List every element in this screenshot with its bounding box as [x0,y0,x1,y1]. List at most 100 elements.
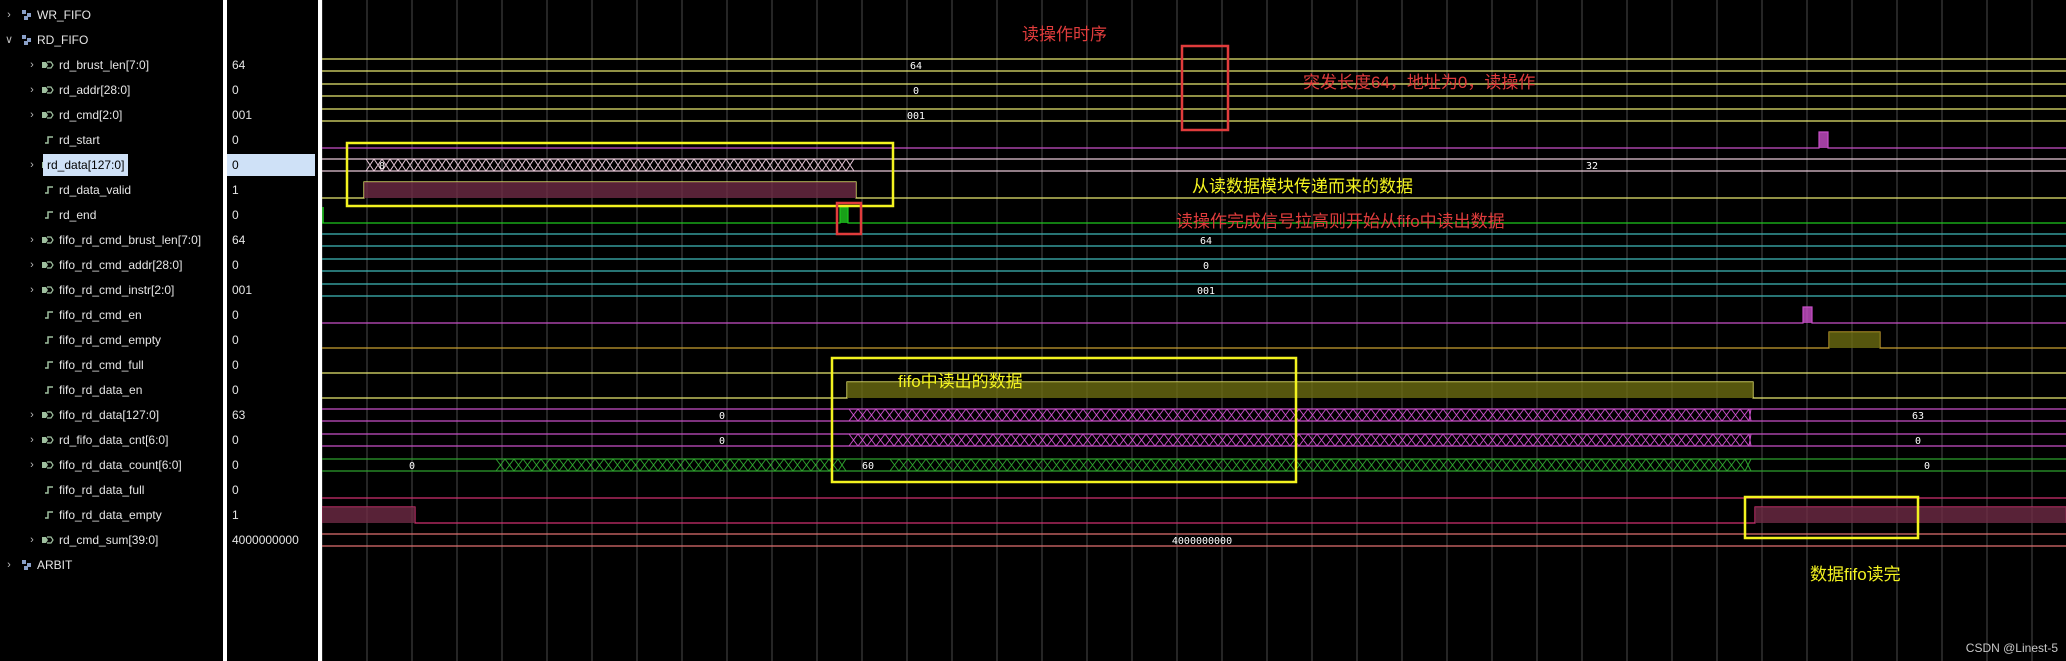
signal-name: fifo_rd_data_empty [59,508,162,522]
signal-value: 0 [227,154,315,176]
signal-name: rd_start [59,133,100,147]
signal-value: 0 [232,308,239,322]
bit-signal-icon [45,186,53,194]
signal-row[interactable]: fifo_rd_cmd_en [0,303,223,328]
signal-row[interactable]: rd_data_valid [0,178,223,203]
signal-row[interactable]: › fifo_rd_cmd_brust_len[7:0] [0,228,223,253]
bus-signal-icon [42,436,54,444]
group-icon [22,10,31,20]
signal-value: 0 [232,83,239,97]
chevron-right-icon[interactable]: › [30,434,34,446]
signal-value: 1 [232,508,239,522]
wave-value-label: 63 [1912,411,1924,422]
signal-row[interactable]: ›rd_addr[28:0] [0,78,223,103]
chevron-right-icon[interactable]: › [30,259,34,271]
signal-value: 63 [232,408,246,422]
bus-signal-icon [42,86,54,94]
bus-signal-icon [42,236,54,244]
signal-row[interactable]: rd_start [0,128,223,153]
bus-transitions [848,433,1752,447]
chevron-right-icon[interactable]: › [30,84,34,96]
group-arbit[interactable]: ›ARBIT [0,553,223,578]
signal-row[interactable]: ›fifo_rd_data[127:0] [0,403,223,428]
bus-transitions [889,458,1752,472]
annotation-title: 读操作时序 [1022,25,1107,44]
signal-row[interactable]: fifo_rd_cmd_empty [0,328,223,353]
signal-row[interactable]: fifo_rd_cmd_full [0,353,223,378]
bit-trace [322,331,2066,349]
signal-name: rd_end [59,208,97,222]
wave-value-label: 32 [1586,161,1598,172]
bit-signal-icon [45,486,53,494]
signal-value: 0 [232,333,239,347]
signal-row[interactable]: fifo_rd_data_empty [0,503,223,528]
bus-signal-icon [42,461,54,469]
watermark: CSDN @Linest-5 [1965,641,2058,655]
panel-divider[interactable] [223,0,227,661]
fifo-empty-box [1743,495,1920,540]
signal-row[interactable]: fifo_rd_data_en [0,378,223,403]
rd-data-box [345,141,895,208]
chevron-right-icon[interactable]: › [7,9,11,21]
signal-value: 001 [232,283,253,297]
signal-value: 64 [232,58,246,72]
group-rd_fifo[interactable]: ∨RD_FIFO [0,28,223,53]
signal-value: 64 [232,233,246,247]
chevron-right-icon[interactable]: › [30,234,34,246]
panel-divider[interactable] [318,0,322,661]
bus-transitions [495,458,847,472]
wave-value-label: 64 [1200,236,1212,247]
signal-name: fifo_rd_cmd_brust_len[7:0] [59,233,202,247]
chevron-right-icon[interactable]: › [30,284,34,296]
annotation-end-note: 读操作完成信号拉高则开始从fifo中读出数据 [1176,212,1505,231]
chevron-right-icon[interactable]: › [30,109,34,121]
chevron-right-icon[interactable]: › [7,559,11,571]
wave-value-label: 0 [1924,461,1930,472]
wave-value-label: 4000000000 [1172,536,1232,547]
signal-value: 0 [232,358,239,372]
signal-row[interactable]: ›rd_cmd[2:0] [0,103,223,128]
signal-row[interactable]: rd_end [0,203,223,228]
signal-value: 0 [232,483,239,497]
chevron-right-icon[interactable]: › [30,59,34,71]
signal-row[interactable]: ›rd_cmd_sum[39:0] [0,528,223,553]
signal-row[interactable]: ›rd_data[127:0] [0,153,223,178]
rd-end-box [835,201,863,236]
bit-signal-icon [45,136,53,144]
burst-params-box [1180,44,1230,132]
chevron-right-icon[interactable]: › [30,459,34,471]
signal-row[interactable]: › fifo_rd_cmd_instr[2:0] [0,278,223,303]
chevron-right-icon[interactable]: › [30,534,34,546]
annotation-burst-note: 突发长度64，地址为0，读操作 [1303,73,1536,92]
bit-fill [364,182,856,198]
bus-signal-icon [42,536,54,544]
wave-value-label: 0 [379,161,385,172]
signal-name: fifo_rd_cmd_instr[2:0] [59,283,175,297]
signal-row[interactable]: ›rd_brust_len[7:0] [0,53,223,78]
annotation-fifo-note: fifo中读出的数据 [898,372,1023,391]
signal-name: fifo_rd_data_en [59,383,143,397]
signal-name: fifo_rd_data_full [59,483,145,497]
signal-value: 4000000000 [232,533,299,547]
bit-signal-icon [45,211,53,219]
chevron-down-icon[interactable]: ∨ [4,34,14,46]
grid-lines [322,0,2033,661]
wave-value-label: 0 [1203,261,1209,272]
chevron-right-icon[interactable]: › [30,409,34,421]
signal-row[interactable]: ›fifo_rd_data_count[6:0] [0,453,223,478]
bit-fill [1829,332,1880,348]
signal-row[interactable]: ›fifo_rd_cmd_addr[28:0] [0,253,223,278]
signal-name: fifo_rd_cmd_empty [59,333,162,347]
group-icon [22,560,31,570]
signal-row[interactable]: fifo_rd_data_full [0,478,223,503]
group-wr_fifo[interactable]: › WR_FIFO [0,3,223,28]
chevron-right-icon[interactable]: › [30,159,34,171]
group-name: WR_FIFO [37,8,91,22]
bit-fill [840,207,848,223]
wave-value-label: 0 [409,461,415,472]
signal-row[interactable]: ›rd_fifo_data_cnt[6:0] [0,428,223,453]
signal-value: 0 [232,133,239,147]
